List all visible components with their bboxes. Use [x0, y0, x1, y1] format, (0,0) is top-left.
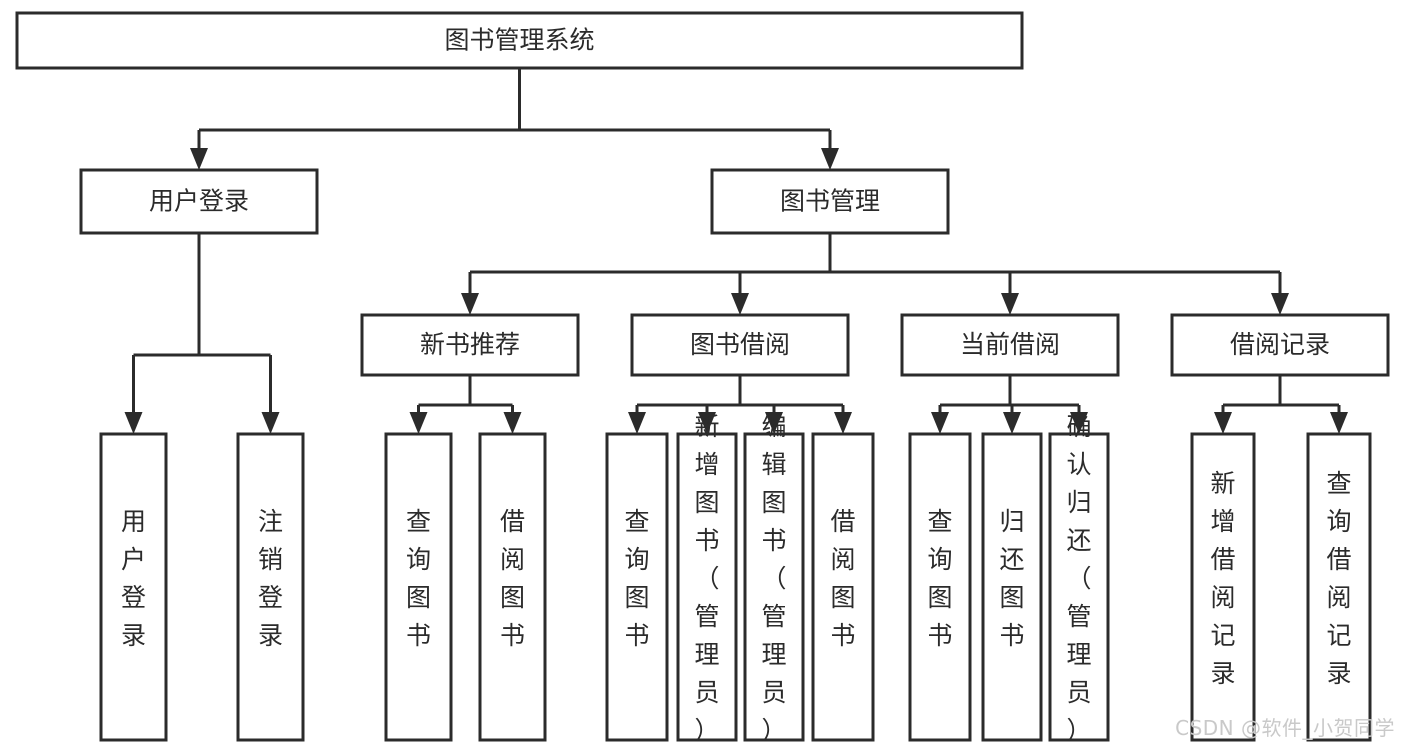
- node-label: 新增图书（管理员）: [694, 412, 719, 745]
- node-leaf-bb-edit[interactable]: 编辑图书（管理员）: [743, 412, 805, 745]
- arrow-head-icon: [1271, 293, 1289, 315]
- node-leaf-rec-add[interactable]: 新增借阅记录: [1190, 432, 1256, 742]
- node-label: 查询借阅记录: [1326, 469, 1351, 688]
- node-l3-borrow[interactable]: 图书借阅: [630, 313, 850, 377]
- arrow-head-icon: [931, 412, 949, 434]
- node-box: [236, 432, 305, 742]
- node-label: 编辑图书（管理员）: [761, 412, 786, 745]
- node-leaf-cb-confirm[interactable]: 确认归还（管理员）: [1048, 412, 1110, 745]
- node-l3-record[interactable]: 借阅记录: [1170, 313, 1390, 377]
- node-root[interactable]: 图书管理系统: [15, 11, 1024, 70]
- arrow-head-icon: [1003, 412, 1021, 434]
- node-leaf-bb-borrow[interactable]: 借阅图书: [811, 432, 875, 742]
- arrow-head-icon: [765, 412, 783, 434]
- node-label: 用户登录: [121, 507, 146, 650]
- node-label: 图书借阅: [690, 330, 790, 359]
- node-l2-user-login[interactable]: 用户登录: [79, 168, 319, 235]
- node-box: [1170, 313, 1390, 377]
- node-box: [811, 432, 875, 742]
- arrow-head-icon: [1330, 412, 1348, 434]
- node-leaf-rec-query[interactable]: 查询借阅记录: [1306, 432, 1372, 742]
- node-label: 图书管理系统: [444, 26, 594, 55]
- node-leaf-bb-query[interactable]: 查询图书: [605, 432, 669, 742]
- node-box: [676, 432, 738, 742]
- arrow-head-icon: [834, 412, 852, 434]
- arrow-head-icon: [409, 412, 428, 434]
- node-label: 归还图书: [999, 507, 1024, 650]
- node-box: [981, 432, 1043, 742]
- node-leaf-user-logout[interactable]: 注销登录: [236, 432, 305, 742]
- arrow-head-icon: [1070, 412, 1088, 434]
- node-label: 借阅图书: [830, 507, 855, 650]
- node-box: [79, 168, 319, 235]
- node-l3-current[interactable]: 当前借阅: [900, 313, 1120, 377]
- node-box: [360, 313, 580, 377]
- arrow-head-icon: [1214, 412, 1232, 434]
- node-l2-book-mgmt[interactable]: 图书管理: [710, 168, 950, 235]
- arrow-head-icon: [190, 148, 208, 170]
- node-label: 用户登录: [149, 187, 249, 216]
- arrow-head-icon: [731, 293, 749, 315]
- node-box: [1048, 432, 1110, 742]
- node-label: 查询图书: [406, 507, 431, 650]
- arrow-head-icon: [628, 412, 646, 434]
- nodes-layer: 图书管理系统用户登录图书管理新书推荐图书借阅当前借阅借阅记录用户登录注销登录查询…: [15, 11, 1390, 745]
- node-label: 借阅记录: [1230, 330, 1330, 359]
- node-leaf-user-login[interactable]: 用户登录: [99, 432, 168, 742]
- node-box: [743, 432, 805, 742]
- node-label: 查询图书: [624, 507, 649, 650]
- node-label: 借阅图书: [500, 507, 525, 650]
- node-box: [1306, 432, 1372, 742]
- node-label: 图书管理: [780, 187, 880, 216]
- node-box: [1190, 432, 1256, 742]
- node-box: [710, 168, 950, 235]
- arrow-head-icon: [698, 412, 716, 434]
- connectors-layer: [124, 68, 1348, 434]
- node-leaf-bb-add[interactable]: 新增图书（管理员）: [676, 412, 738, 745]
- node-label: 注销登录: [258, 507, 283, 650]
- node-box: [605, 432, 669, 742]
- node-box: [15, 11, 1024, 70]
- arrow-head-icon: [124, 412, 143, 434]
- node-box: [99, 432, 168, 742]
- node-label: 确认归还（管理员）: [1066, 412, 1091, 745]
- node-l3-new-book[interactable]: 新书推荐: [360, 313, 580, 377]
- node-box: [908, 432, 972, 742]
- node-leaf-nb-borrow[interactable]: 借阅图书: [478, 432, 547, 742]
- arrow-head-icon: [503, 412, 522, 434]
- node-box: [478, 432, 547, 742]
- node-label: 查询图书: [927, 507, 952, 650]
- node-box: [630, 313, 850, 377]
- arrow-head-icon: [461, 293, 479, 315]
- node-box: [384, 432, 453, 742]
- node-label: 新书推荐: [420, 330, 520, 359]
- node-leaf-cb-return[interactable]: 归还图书: [981, 432, 1043, 742]
- node-leaf-nb-query[interactable]: 查询图书: [384, 432, 453, 742]
- arrow-head-icon: [261, 412, 280, 434]
- node-label: 当前借阅: [960, 330, 1060, 359]
- arrow-head-icon: [821, 148, 839, 170]
- node-box: [900, 313, 1120, 377]
- watermark-label: CSDN @软件_小贺同学: [1175, 716, 1395, 740]
- node-label: 新增借阅记录: [1210, 469, 1235, 688]
- node-leaf-cb-query[interactable]: 查询图书: [908, 432, 972, 742]
- arrow-head-icon: [1001, 293, 1019, 315]
